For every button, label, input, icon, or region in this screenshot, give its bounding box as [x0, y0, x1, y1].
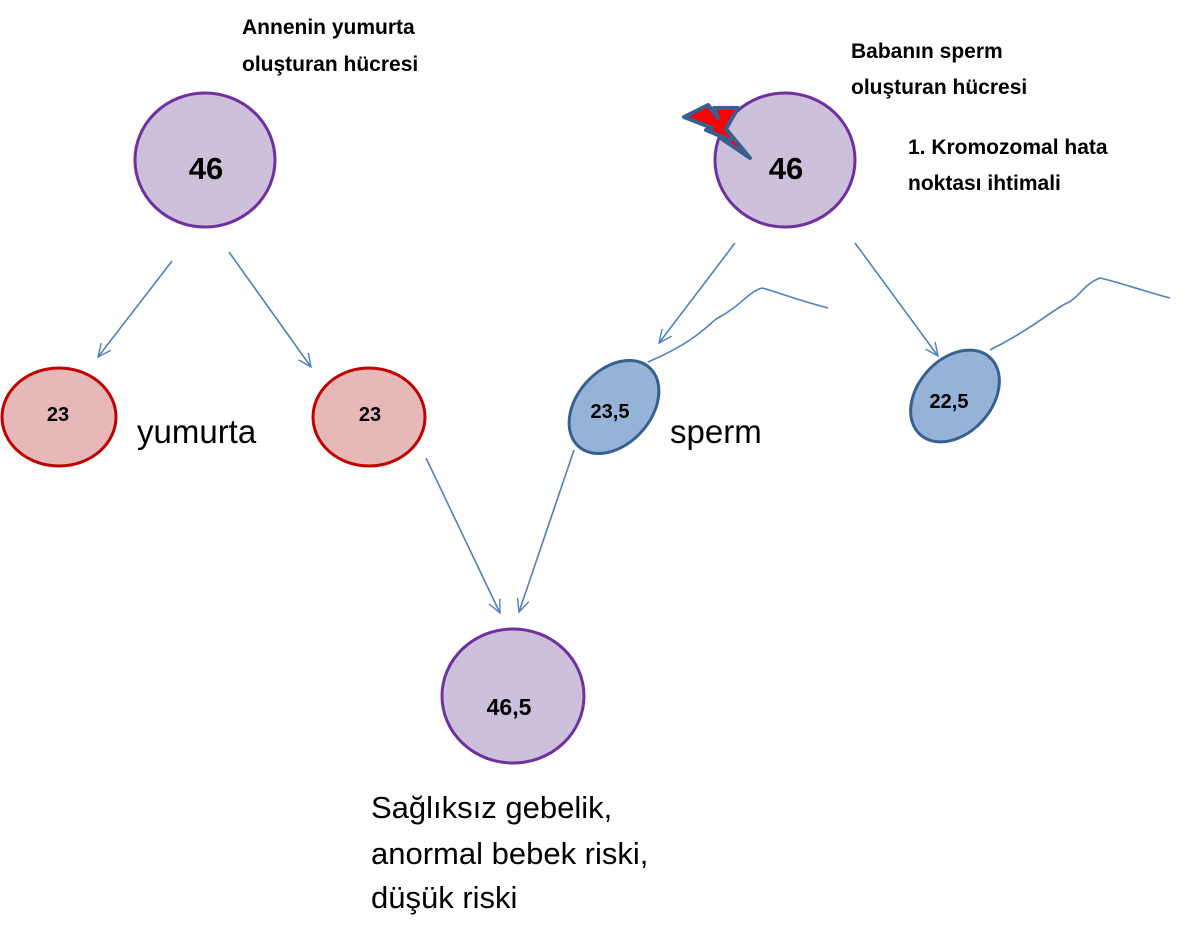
- sperm-2-tail: [989, 277, 1171, 351]
- egg-cell-2-count: 23: [359, 404, 381, 426]
- egg-cell-2: [311, 366, 427, 468]
- arrow-father-to-sperm-1: [657, 242, 736, 345]
- arrow-mother-to-egg-2: [228, 251, 312, 369]
- error-note-line1: 1. Kromozomal hata: [908, 136, 1108, 159]
- sperm-cell-1-count: 23,5: [591, 401, 630, 423]
- arrow-mother-to-egg-1: [96, 260, 173, 359]
- sperm-cell-2: [909, 348, 1001, 444]
- sperm-cell-1: [567, 358, 661, 456]
- father-cell: [713, 91, 857, 229]
- arrow-father-to-sperm-2: [854, 242, 939, 358]
- outcome-line2: anormal bebek riski,: [371, 836, 648, 871]
- father-label-line2: oluşturan hücresi: [851, 76, 1027, 99]
- egg-label: yumurta: [137, 413, 257, 450]
- egg-cell-1-count: 23: [47, 404, 69, 426]
- mother-cell-count: 46: [189, 151, 223, 186]
- father-cell-count: 46: [769, 151, 803, 186]
- egg-cell-1: [0, 366, 118, 468]
- lightning-bolt-icon: [682, 103, 752, 160]
- mother-label-line1: Annenin yumurta: [242, 16, 415, 39]
- father-label-line1: Babanın sperm: [851, 40, 1003, 63]
- outcome-line3: düşük riski: [371, 880, 517, 915]
- error-note-line2: noktası ihtimali: [908, 172, 1061, 195]
- mother-label-line2: oluşturan hücresi: [242, 53, 418, 76]
- sperm-label: sperm: [670, 413, 762, 450]
- arrow-sperm-to-zygote: [516, 449, 575, 614]
- sperm-cell-2-count: 22,5: [930, 391, 969, 413]
- zygote-cell: [440, 627, 586, 765]
- zygote-cell-count: 46,5: [487, 694, 532, 720]
- outcome-line1: Sağlıksız gebelik,: [371, 790, 612, 825]
- arrow-egg-to-zygote: [425, 457, 501, 615]
- mother-cell: [133, 91, 277, 229]
- sperm-1-tail: [647, 287, 829, 363]
